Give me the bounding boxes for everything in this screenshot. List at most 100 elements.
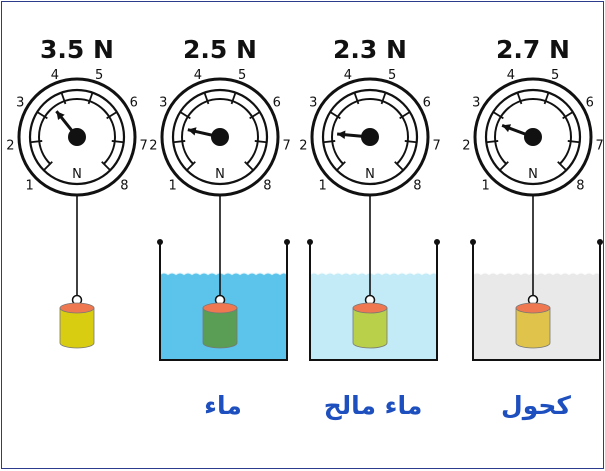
scale-number: 8 — [413, 178, 421, 193]
scale-tick — [394, 161, 404, 171]
scale-tick — [60, 92, 67, 105]
dial-hub — [68, 128, 86, 146]
scale-number: 1 — [318, 178, 326, 193]
scale-tick — [30, 140, 43, 144]
scale-tick — [87, 92, 94, 105]
unit-label: N — [72, 167, 82, 182]
scale-tick — [249, 111, 261, 120]
scale-tick — [106, 111, 118, 120]
weight-body — [515, 307, 551, 349]
scale-tick — [404, 140, 417, 144]
scale-tick — [101, 161, 111, 171]
scale-number: 4 — [507, 68, 515, 83]
dial-ring — [171, 88, 269, 186]
scale-tick — [329, 111, 341, 120]
container-rim-dot — [470, 239, 476, 245]
scale-number: 1 — [481, 178, 489, 193]
weight-top — [59, 302, 95, 314]
force-reading: 2.5 N — [183, 35, 257, 64]
needle-tip — [187, 127, 197, 136]
dial-hub — [524, 128, 542, 146]
scale-number: 7 — [432, 139, 440, 154]
scale-tick — [230, 92, 237, 105]
scale-number: 5 — [388, 68, 396, 83]
scale-number: 7 — [282, 139, 290, 154]
weight-body — [352, 307, 388, 349]
scale-number: 4 — [51, 68, 59, 83]
liquid-label: ماء — [204, 391, 242, 420]
needle-tip — [337, 130, 346, 139]
needle-tip — [502, 124, 512, 133]
scale-number: 6 — [423, 95, 431, 110]
scale-tick — [336, 161, 346, 171]
scale-number: 8 — [576, 178, 584, 193]
force-reading: 2.7 N — [496, 35, 570, 64]
weight-top — [202, 302, 238, 314]
unit-label: N — [365, 167, 375, 182]
scale-number: 8 — [120, 178, 128, 193]
dial-hub — [211, 128, 229, 146]
scale-number: 6 — [130, 95, 138, 110]
force-reading: 3.5 N — [40, 35, 114, 64]
scale-number: 4 — [344, 68, 352, 83]
scale-number: 2 — [6, 139, 14, 154]
scale-tick — [173, 140, 186, 144]
scale-number: 3 — [472, 95, 480, 110]
scale-number: 5 — [551, 68, 559, 83]
liquid-label: كحول — [501, 391, 571, 421]
dial-ring — [484, 88, 582, 186]
scale-tick — [492, 111, 504, 120]
scale-tick — [486, 140, 499, 144]
unit-label: N — [528, 167, 538, 182]
scale-tick — [353, 92, 360, 105]
dial-ring — [28, 88, 126, 186]
needle-tip — [56, 111, 65, 121]
scale-tick — [179, 111, 191, 120]
scale-tick — [557, 161, 567, 171]
scale-number: 5 — [95, 68, 103, 83]
scale-tick — [516, 92, 523, 105]
liquid-surface — [159, 271, 288, 276]
scale-tick — [562, 111, 574, 120]
scale-tick — [543, 92, 550, 105]
scale-tick — [244, 161, 254, 171]
scale-number: 7 — [139, 139, 147, 154]
scale-number: 6 — [586, 95, 594, 110]
scale-number: 4 — [194, 68, 202, 83]
container — [309, 242, 438, 361]
scale-tick — [399, 111, 411, 120]
scale-number: 3 — [159, 95, 167, 110]
scale-number: 3 — [309, 95, 317, 110]
scale-number: 2 — [462, 139, 470, 154]
container-rim-dot — [157, 239, 163, 245]
weight-top — [352, 302, 388, 314]
scale-tick — [567, 140, 580, 144]
scale-tick — [186, 161, 196, 171]
container-rim-dot — [284, 239, 290, 245]
weight-body — [59, 307, 95, 349]
liquid-surface — [309, 271, 438, 276]
dial-hub — [361, 128, 379, 146]
scale-tick — [36, 111, 48, 120]
scale-tick — [254, 140, 267, 144]
unit-label: N — [215, 167, 225, 182]
scale-number: 5 — [238, 68, 246, 83]
container — [472, 242, 601, 361]
scale-number: 2 — [149, 139, 157, 154]
scale-number: 8 — [263, 178, 271, 193]
scale-tick — [203, 92, 210, 105]
scale-number: 1 — [168, 178, 176, 193]
dial-ring — [321, 88, 419, 186]
liquid-surface — [472, 271, 601, 276]
container-rim-dot — [434, 239, 440, 245]
container — [159, 242, 288, 361]
scale-tick — [499, 161, 509, 171]
scale-number: 1 — [25, 178, 33, 193]
weight-top — [515, 302, 551, 314]
